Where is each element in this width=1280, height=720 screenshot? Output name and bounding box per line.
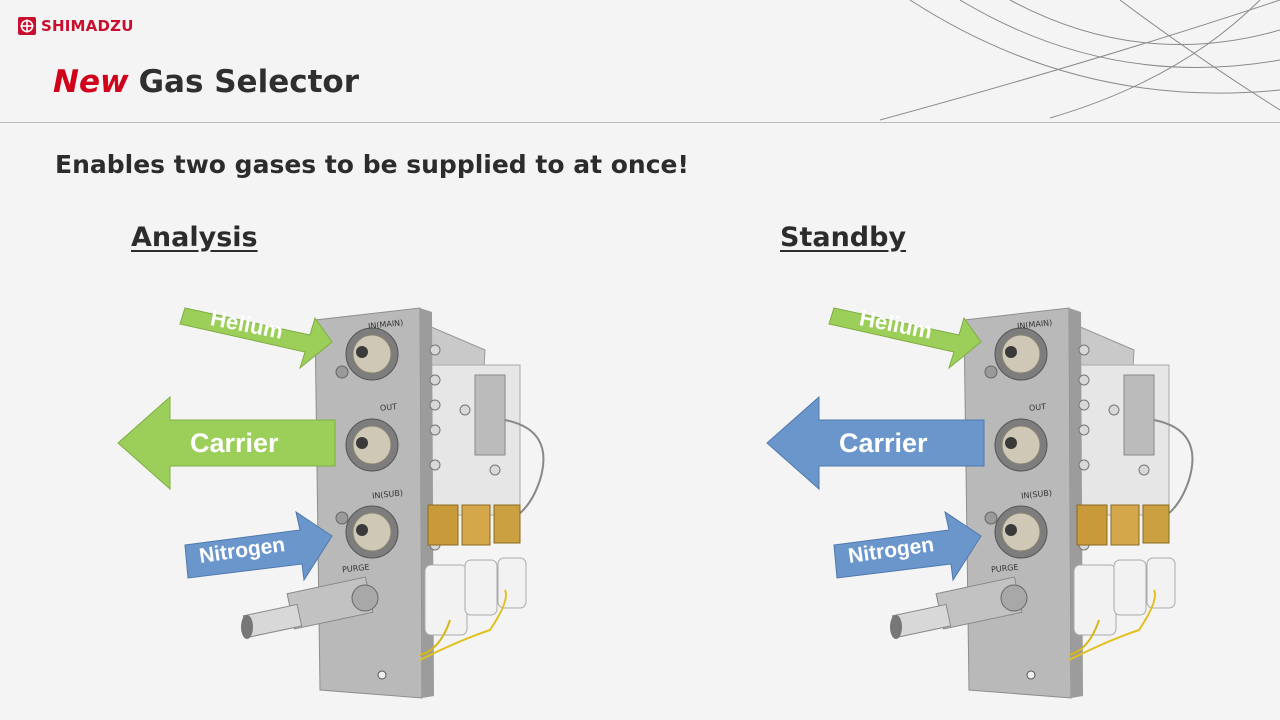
shimadzu-logo-icon xyxy=(18,17,36,35)
header-divider xyxy=(0,122,1280,123)
slide-subtitle: Enables two gases to be supplied to at o… xyxy=(55,150,689,179)
out-port-label: OUT xyxy=(1028,402,1047,413)
decorative-arcs xyxy=(879,0,1280,121)
title-accent: New xyxy=(53,64,129,100)
nitrogen-arrow xyxy=(184,510,333,582)
brand-logo: SHIMADZU xyxy=(18,17,134,35)
helium-arrow xyxy=(179,307,333,370)
carrier-arrow xyxy=(766,395,985,491)
out-port-label: OUT xyxy=(379,402,398,413)
carrier-arrow-label: Carrier xyxy=(190,428,279,458)
title-rest: Gas Selector xyxy=(138,64,359,100)
analysis-heading: Analysis xyxy=(131,222,258,253)
helium-arrow xyxy=(828,307,982,370)
gas-selector-device xyxy=(766,307,1194,699)
analysis-panel: Helium Carrier Nitrogen IN(MAIN) OUT IN(… xyxy=(110,280,550,700)
standby-heading: Standby xyxy=(780,222,907,253)
gas-selector-device xyxy=(117,307,545,699)
brand-name: SHIMADZU xyxy=(41,17,134,35)
carrier-arrow xyxy=(117,395,336,491)
nitrogen-arrow xyxy=(833,510,982,582)
carrier-arrow-label: Carrier xyxy=(839,428,928,458)
standby-panel: Helium Carrier Nitrogen IN(MAIN) OUT IN(… xyxy=(759,280,1199,700)
